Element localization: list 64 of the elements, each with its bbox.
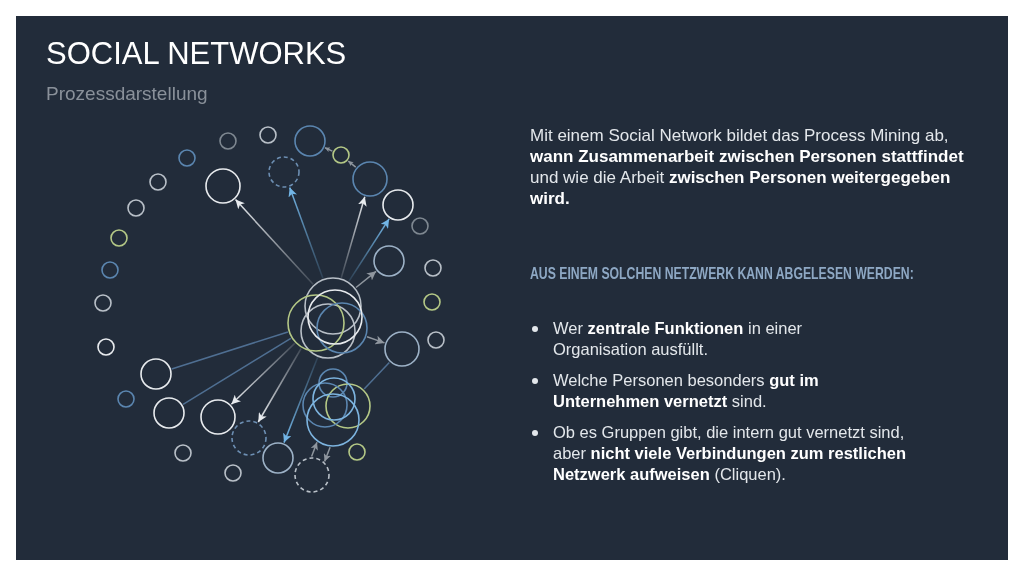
connector-line: [182, 337, 292, 406]
arrow: [310, 441, 318, 458]
network-node: [423, 293, 441, 311]
network-node: [384, 331, 420, 367]
arrow: [340, 196, 367, 279]
network-node: [200, 399, 236, 435]
network-node: [382, 189, 414, 221]
network-node: [287, 294, 345, 352]
network-node: [373, 245, 405, 277]
network-node: [127, 199, 145, 217]
dashed-network-node: [231, 420, 267, 456]
network-node: [117, 390, 135, 408]
network-node: [306, 393, 360, 447]
slide-subtitle: Prozessdarstellung: [46, 82, 208, 106]
network-node: [304, 277, 362, 335]
network-node: [140, 358, 172, 390]
network-node: [300, 303, 356, 359]
network-node: [94, 294, 112, 312]
arrow: [234, 198, 314, 286]
arrow: [283, 356, 319, 444]
network-node: [307, 289, 363, 345]
network-node: [302, 382, 348, 428]
dashed-network-node: [268, 156, 300, 188]
network-node: [205, 168, 241, 204]
network-node: [101, 261, 119, 279]
bullet-text: Welche Personen besonders gut im Unternehmen vernetzt sind.: [553, 370, 820, 412]
bullet-text: Wer zentrale Funktionen in einer Organisation ausfüllt.: [553, 318, 804, 360]
network-node: [332, 146, 350, 164]
network-node: [153, 397, 185, 429]
network-node: [110, 229, 128, 247]
network-node: [411, 217, 429, 235]
arrow: [230, 342, 296, 405]
network-node: [174, 444, 192, 462]
slide-title: SOCIAL NETWORKS: [46, 35, 347, 73]
network-node: [262, 442, 294, 474]
network-node: [294, 125, 326, 157]
network-node: [424, 259, 442, 277]
network-node: [149, 173, 167, 191]
bullet-text: Ob es Gruppen gibt, die intern gut vernetzt sind, aber nicht viele Verbindungen zum restlichen Netzwerk aufweisen (Cliquen).: [553, 422, 907, 485]
arrow: [366, 335, 386, 345]
network-node: [178, 149, 196, 167]
network-node: [348, 443, 366, 461]
network-node: [325, 383, 371, 429]
arrow: [288, 186, 324, 280]
network-node: [316, 302, 368, 354]
network-node: [224, 464, 242, 482]
section-heading: AUS EINEM SOLCHEN NETZWERK KANN ABGELESEN WERDEN:: [530, 264, 914, 284]
arrow: [355, 270, 377, 289]
arrow: [323, 446, 331, 463]
network-node: [219, 132, 237, 150]
arrow: [257, 347, 302, 423]
network-node: [259, 126, 277, 144]
arrow: [348, 218, 390, 282]
connector-line: [363, 361, 391, 390]
connector-line: [170, 331, 289, 370]
arrow: [347, 160, 357, 168]
network-node: [312, 377, 356, 421]
network-node: [352, 161, 388, 197]
network-node: [97, 338, 115, 356]
arrow: [324, 147, 334, 153]
network-node: [427, 331, 445, 349]
intro-paragraph: Mit einem Social Network bildet das Process Mining ab, wann Zusammenarbeit zwischen Personen stattfindet und wie die Arbeit zwischen Personen weitergegeben wird.: [530, 125, 965, 209]
network-node: [318, 368, 348, 398]
dashed-network-node: [294, 457, 330, 493]
